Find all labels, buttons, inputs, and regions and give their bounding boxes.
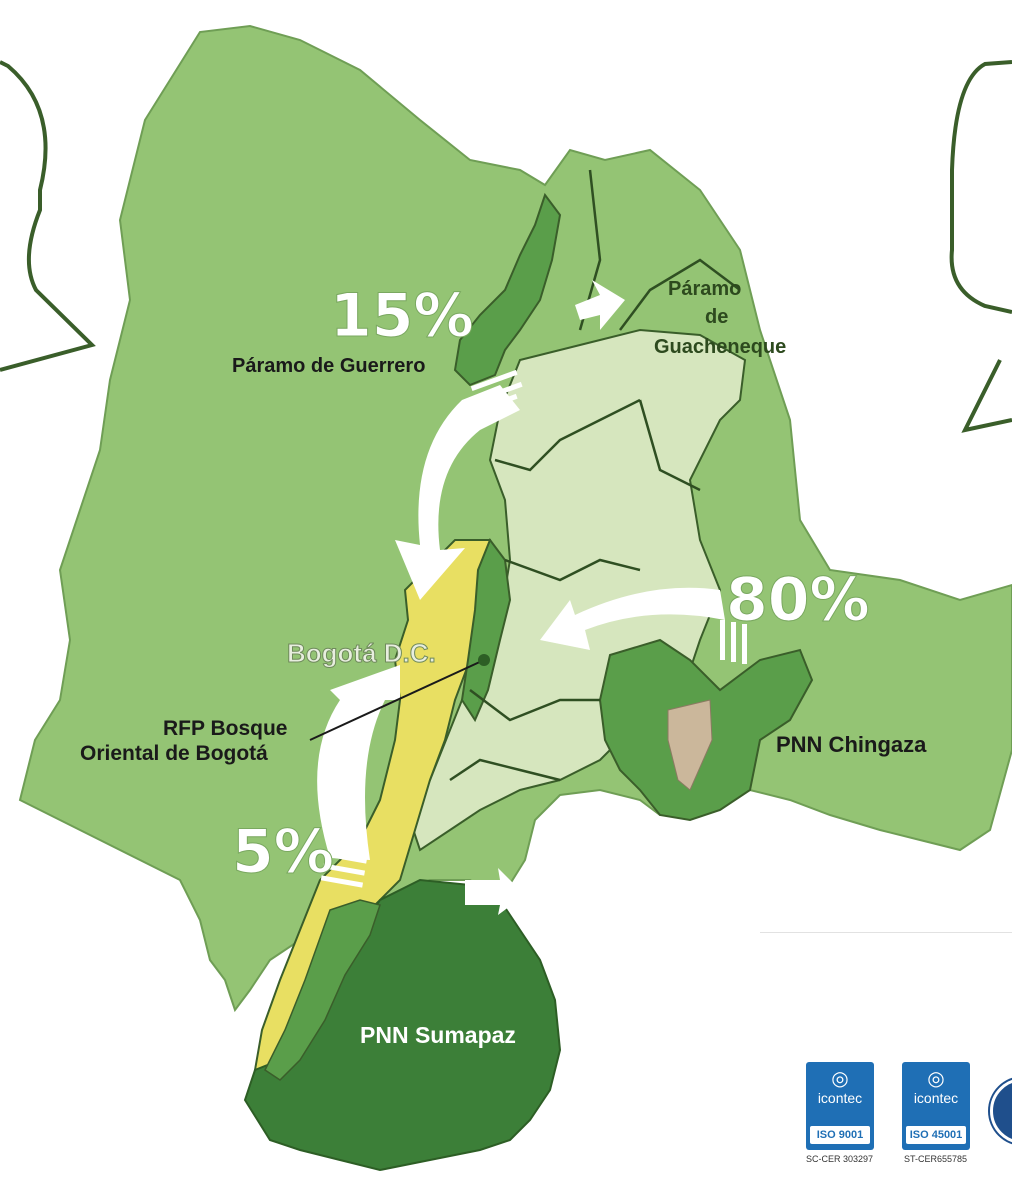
chingaza-lake — [667, 699, 713, 791]
sumapaz-border-strip — [264, 899, 381, 1081]
arrow-east — [540, 587, 725, 650]
pct-sumapaz-label: 5% — [232, 817, 334, 887]
flow-arrows — [317, 280, 725, 915]
badge-brand: icontec — [913, 1090, 959, 1106]
separator-line — [760, 932, 1012, 933]
pct-guerrero-label: 15% — [330, 281, 474, 351]
paramo-guerrero-label: Páramo de Guerrero — [232, 355, 425, 377]
bogota-label: Bogotá D.C. — [287, 638, 436, 668]
arrow-guacheneque — [575, 280, 625, 330]
guacheneque-label-line3: Guacheneque — [654, 336, 786, 358]
rfp-pointer-line — [309, 659, 485, 741]
icontec-iso45001-badge: ◎ icontec ISO 45001 — [902, 1062, 970, 1150]
arrow-stripes — [320, 369, 747, 888]
arrow-south — [317, 665, 400, 860]
badge-brand: icontec — [817, 1090, 863, 1106]
right-speech-bubble — [949, 60, 1012, 433]
icontec-logo-icon: ◎ — [831, 1068, 849, 1090]
badge-code: SC-CER 303297 — [806, 1154, 874, 1164]
paramo-guerrero-area — [453, 192, 562, 387]
left-speech-bubble — [0, 60, 96, 372]
rfp-pointer-dot — [478, 654, 490, 666]
pnn-sumapaz-label: PNN Sumapaz — [360, 1022, 516, 1048]
rfp-label-line1: RFP Bosque — [163, 717, 287, 740]
guacheneque-label-line1: Páramo — [668, 278, 741, 300]
arrow-sumapaz — [465, 868, 525, 915]
badge-standard: ISO 9001 — [810, 1126, 870, 1144]
icontec-logo-icon: ◎ — [927, 1068, 945, 1090]
badge-standard: ISO 45001 — [906, 1126, 966, 1144]
municipal-borders — [449, 169, 741, 782]
arrow-north — [395, 385, 520, 600]
pct-chingaza-label: 80% — [726, 565, 870, 635]
pnn-chingaza-label: PNN Chingaza — [776, 732, 927, 757]
rfp-bosque-oriental-area — [460, 537, 512, 723]
guacheneque-label-line2: de — [705, 306, 728, 328]
badge-code: ST-CER655785 — [904, 1154, 968, 1164]
rfp-label-line2: Oriental de Bogotá — [80, 742, 268, 765]
icontec-iso9001-badge: ◎ icontec ISO 9001 — [806, 1062, 874, 1150]
